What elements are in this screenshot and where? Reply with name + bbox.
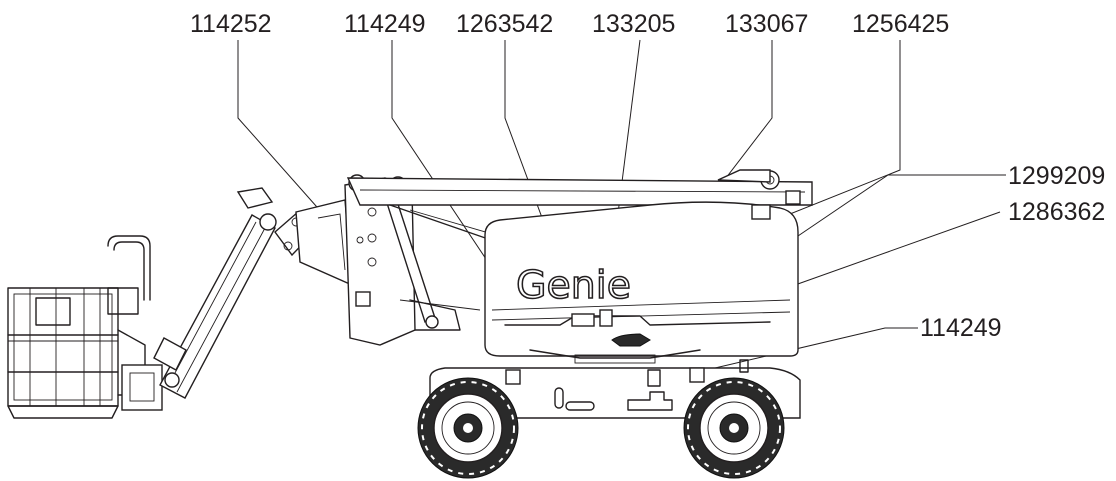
leader-114249-right [697, 327, 918, 373]
genie-logo: Genie [516, 263, 631, 307]
part-label-114249-right: 114249 [920, 314, 1002, 342]
main-boom [346, 169, 813, 311]
leader-lines [237, 39, 1006, 373]
part-label-114252: 114252 [190, 10, 272, 38]
part-label-133205: 133205 [592, 10, 676, 38]
part-label-114249-top: 114249 [344, 10, 426, 38]
rear-wheel [683, 377, 785, 479]
jib-arm [153, 187, 353, 399]
leader-1299209 [794, 174, 1006, 239]
leader-114252 [237, 40, 333, 225]
part-label-1256425: 1256425 [852, 10, 950, 38]
turntable-hood: Genie [484, 201, 799, 364]
leader-1286362 [794, 211, 1001, 286]
leader-114249-top [391, 40, 509, 293]
front-wheel [417, 377, 519, 479]
part-label-1263542: 1263542 [456, 10, 554, 38]
leader-1256425 [759, 40, 901, 227]
part-label-133067: 133067 [725, 10, 809, 38]
platform-basket [7, 235, 163, 419]
part-label-1286362: 1286362 [1008, 198, 1106, 226]
part-label-1299209: 1299209 [1008, 162, 1106, 190]
